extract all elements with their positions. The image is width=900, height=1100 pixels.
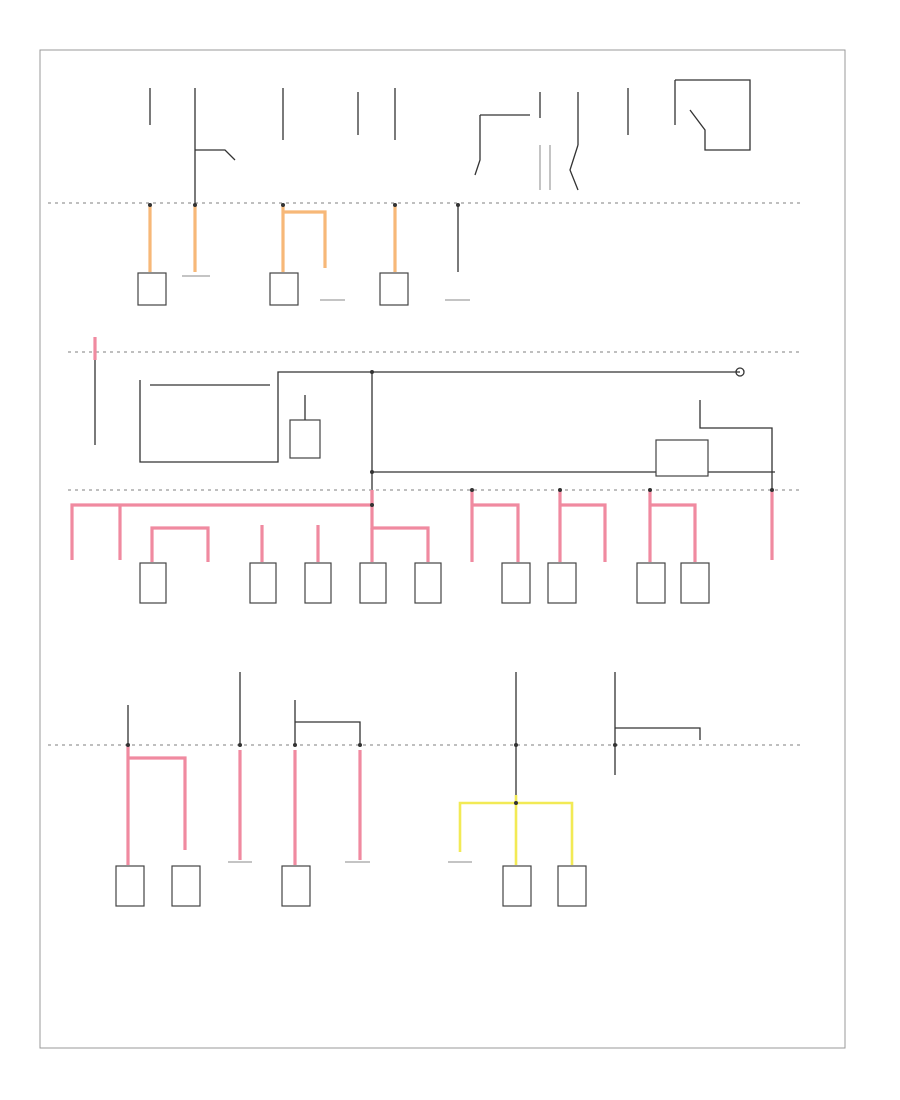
component-box	[281, 865, 311, 907]
component-box	[139, 562, 167, 604]
component-box	[547, 562, 577, 604]
component-box	[269, 272, 299, 306]
component-box	[171, 865, 201, 907]
component-box	[249, 562, 277, 604]
component-box	[680, 562, 710, 604]
relay-box	[289, 419, 321, 459]
section-3	[48, 672, 800, 907]
section-1	[48, 79, 800, 306]
diagram-frame	[39, 49, 846, 1049]
component-box	[414, 562, 442, 604]
component-box	[137, 272, 167, 306]
component-box	[502, 865, 532, 907]
component-box	[359, 562, 387, 604]
component-box	[115, 865, 145, 907]
component-box	[379, 272, 409, 306]
relay-box	[655, 439, 709, 477]
component-box	[304, 562, 332, 604]
component-box	[501, 562, 531, 604]
component-box	[636, 562, 666, 604]
section-2	[68, 337, 800, 604]
component-box	[557, 865, 587, 907]
